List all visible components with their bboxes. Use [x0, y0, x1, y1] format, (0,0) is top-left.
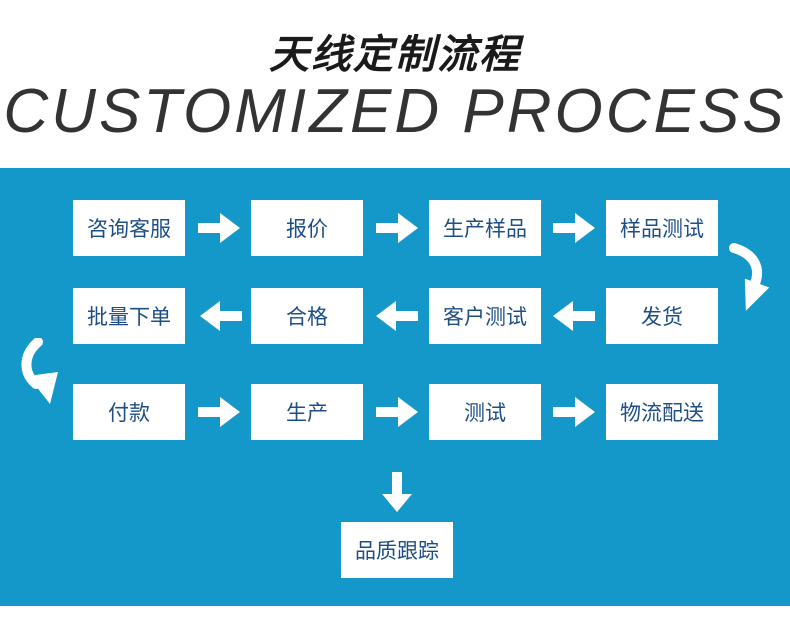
step-logistics: 物流配送: [606, 384, 718, 440]
step-quality-tracking: 品质跟踪: [341, 522, 453, 578]
arrow-right-icon: [553, 397, 595, 427]
arrow-right-icon: [553, 213, 595, 243]
curved-arrow-down-icon: [724, 242, 774, 322]
arrow-right-icon: [198, 397, 240, 427]
step-bulk-order: 批量下单: [73, 288, 185, 344]
step-shipping: 发货: [606, 288, 718, 344]
page-title-en: CUSTOMIZED PROCESS: [3, 77, 787, 146]
arrow-right-icon: [376, 213, 418, 243]
arrow-left-icon: [376, 301, 418, 331]
step-customer-test: 客户测试: [429, 288, 541, 344]
step-testing: 测试: [429, 384, 541, 440]
arrow-left-icon: [200, 301, 242, 331]
step-quotation: 报价: [251, 200, 363, 256]
process-panel: 咨询客服 报价 生产样品 样品测试 批量下单 合格 客户测试 发货 付款 生产 …: [0, 168, 790, 606]
step-qualified: 合格: [251, 288, 363, 344]
page-title-cn: 天线定制流程: [269, 32, 521, 78]
arrow-left-icon: [553, 301, 595, 331]
arrow-right-icon: [376, 397, 418, 427]
curved-arrow-down-icon: [14, 338, 66, 410]
step-consult-service: 咨询客服: [73, 200, 185, 256]
step-sample-test: 样品测试: [606, 200, 718, 256]
arrow-down-icon: [382, 472, 412, 512]
step-sample-production: 生产样品: [429, 200, 541, 256]
step-payment: 付款: [73, 384, 185, 440]
arrow-right-icon: [198, 213, 240, 243]
step-production: 生产: [251, 384, 363, 440]
